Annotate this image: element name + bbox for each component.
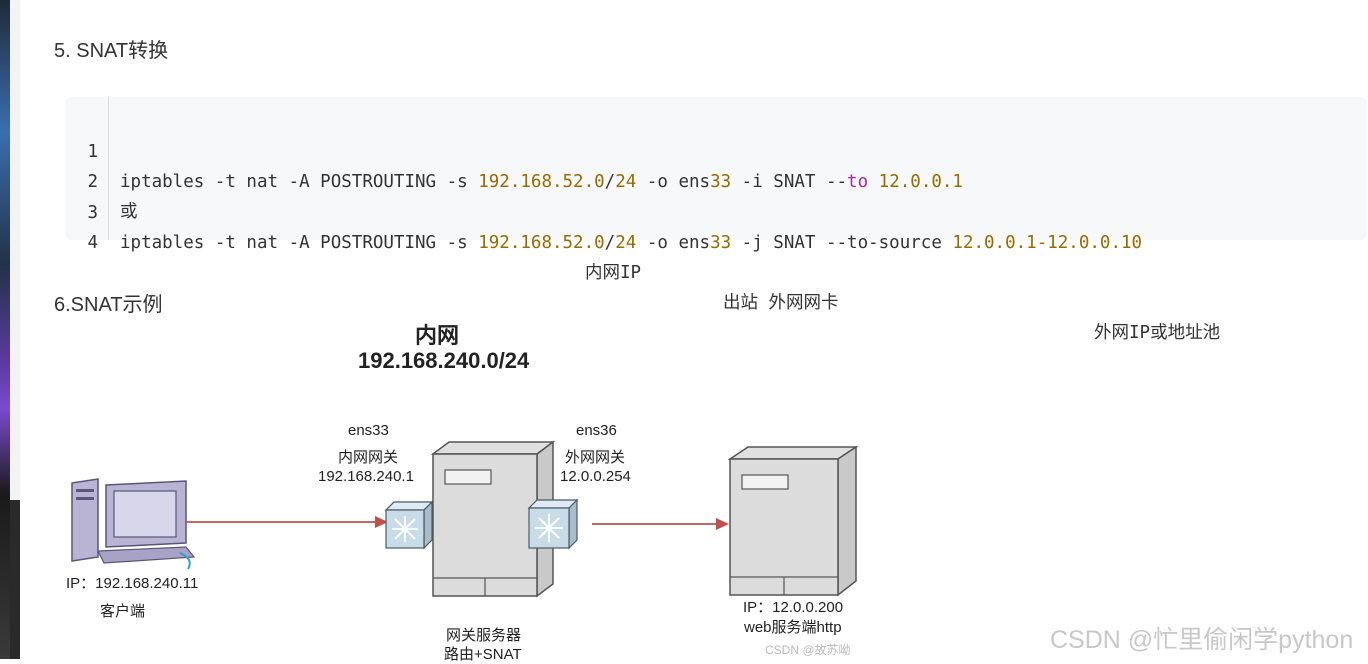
server-ip: IP：12.0.0.200 bbox=[743, 596, 843, 617]
web-server-icon bbox=[728, 445, 858, 601]
left-interface-ip: 192.168.240.1 bbox=[318, 468, 414, 485]
line-number: 4 bbox=[66, 228, 98, 258]
background-window-edge bbox=[0, 0, 10, 659]
client-to-gateway-arrow bbox=[185, 513, 390, 533]
page-watermark: CSDN @忙里偷闲学python bbox=[1050, 620, 1353, 656]
diagram-watermark: CSDN @故苏呦 bbox=[765, 641, 851, 658]
left-interface-label: 内网网关 bbox=[338, 446, 398, 467]
code-line: 3 iptables -t nat -A POSTROUTING -s 192.… bbox=[66, 168, 1366, 198]
code-block: 1 iptables -t nat -A POSTROUTING -s 192.… bbox=[66, 97, 1366, 240]
right-interface-ip: 12.0.0.254 bbox=[560, 468, 631, 485]
left-nic-icon bbox=[384, 500, 434, 552]
code-line: 4 内网IP 出站 外网网卡 外网IP或地址池 bbox=[66, 198, 1366, 228]
client-computer-icon bbox=[68, 475, 198, 575]
code-comment: 外网IP或地址池 bbox=[1094, 318, 1220, 348]
server-label: web服务端http bbox=[744, 616, 842, 637]
gateway-label: 网关服务器 bbox=[446, 624, 521, 645]
section-title-example: 6.SNAT示例 bbox=[54, 288, 163, 317]
gateway-to-server-arrow bbox=[592, 515, 732, 535]
network-diagram: 内网 192.168.240.0/24 ens33 内网网关 192.168.2… bbox=[60, 315, 880, 659]
left-interface-name: ens33 bbox=[348, 422, 389, 439]
code-comment: 出站 外网网卡 bbox=[723, 288, 839, 318]
right-interface-label: 外网网关 bbox=[565, 446, 625, 467]
code-line: 2 或 bbox=[66, 137, 1366, 167]
right-interface-name: ens36 bbox=[576, 422, 617, 439]
code-comment: 内网IP bbox=[585, 258, 641, 288]
diagram-subnet: 192.168.240.0/24 bbox=[358, 348, 529, 374]
code-text: iptables -t nat -A POSTROUTING -s 192.16… bbox=[120, 228, 1142, 258]
right-nic-icon bbox=[527, 498, 579, 552]
diagram-title: 内网 bbox=[415, 318, 459, 350]
gateway-role: 路由+SNAT bbox=[444, 643, 522, 664]
section-title-snat: 5. SNAT转换 bbox=[54, 34, 168, 63]
code-line: 1 iptables -t nat -A POSTROUTING -s 192.… bbox=[66, 107, 1366, 137]
background-window-edge-2 bbox=[10, 0, 20, 659]
client-label: 客户端 bbox=[100, 600, 145, 621]
client-ip: IP：192.168.240.11 bbox=[66, 572, 198, 593]
